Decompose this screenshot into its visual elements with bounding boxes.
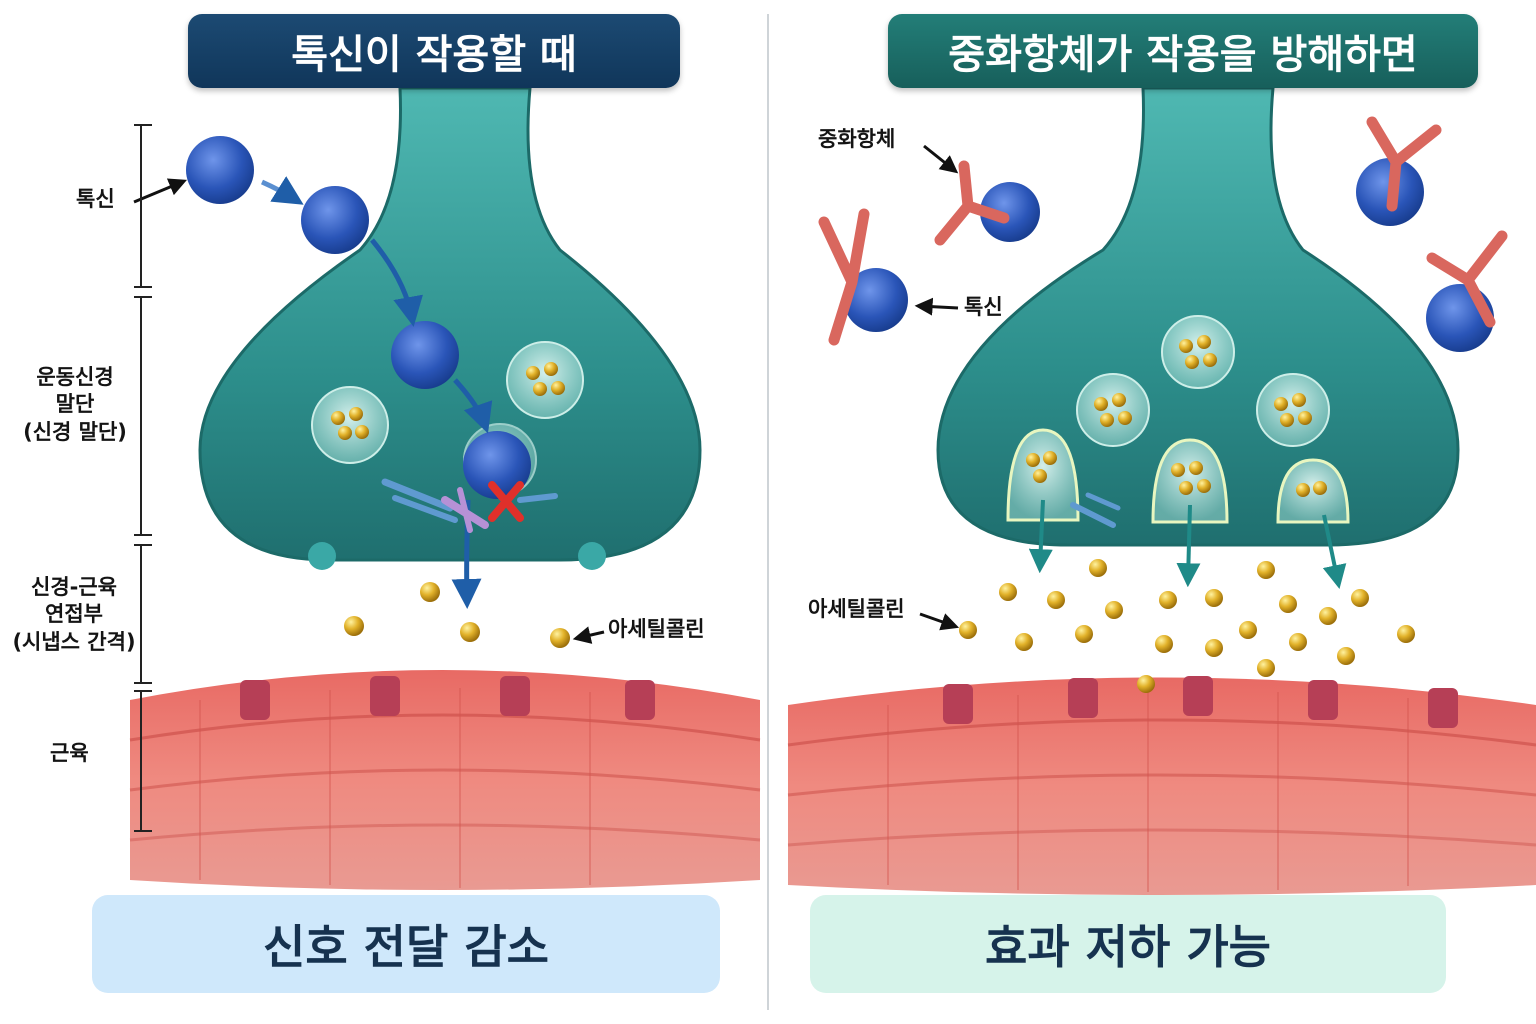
release-arrow [1028, 499, 1053, 574]
label-pointer-arrow [133, 178, 187, 204]
antibody-toxin-complex [1356, 116, 1442, 226]
muscle-tissue [129, 670, 761, 890]
fusing-vesicle [1276, 458, 1350, 524]
muscle-bracket [134, 690, 164, 832]
label-pointer-arrow [914, 297, 959, 316]
acetylcholine-molecule [550, 628, 570, 648]
left-result-box: 신호 전달 감소 [92, 895, 720, 993]
right-result-box: 효과 저하 가능 [810, 895, 1446, 993]
antibody-toxin-complex [1426, 230, 1508, 352]
antibody-neutralization-illustration [787, 86, 1536, 895]
toxin-molecule [186, 136, 254, 204]
acetylcholine-molecule [460, 622, 480, 642]
snare-protein [381, 478, 558, 533]
toxin-path-arrow [260, 176, 304, 205]
synaptic-vesicle [1161, 315, 1235, 389]
junction-bracket [134, 544, 164, 684]
fusing-vesicle [1006, 428, 1080, 522]
release-arrow [1176, 504, 1201, 588]
toxin-label: 톡신 [964, 295, 1003, 319]
antibody-toxin-complex [934, 160, 1040, 246]
blocked-x-icon [488, 481, 524, 522]
synaptic-vesicle [1256, 373, 1330, 447]
fusing-vesicle [1151, 438, 1229, 524]
snare-protein [1070, 492, 1121, 528]
acetylcholine-label: 아세틸콜린 [808, 597, 905, 621]
acetylcholine-cloud [959, 559, 1415, 693]
nerve-terminal-bracket [134, 296, 164, 536]
toxin-molecule [301, 186, 369, 254]
acetylcholine-label: 아세틸콜린 [608, 617, 705, 641]
acetylcholine-molecule [420, 582, 440, 602]
synaptic-vesicle [1076, 373, 1150, 447]
label-pointer-arrow [572, 626, 605, 644]
release-arrow [1322, 514, 1347, 590]
junction-label: 신경-근육 연접부 (시냅스 간격) [12, 575, 136, 654]
synaptic-vesicle [311, 386, 389, 464]
toxin-path-arrow [370, 238, 423, 327]
label-pointer-arrow [919, 612, 960, 631]
toxin-label: 톡신 [76, 187, 115, 211]
left-panel-title: 톡신이 작용할 때 [188, 14, 680, 88]
synaptic-vesicle [506, 341, 584, 419]
nerve-terminal [198, 86, 702, 570]
antibody-label: 중화항체 [818, 127, 896, 151]
toxin-molecule [391, 321, 459, 389]
antibody-toxin-complex [818, 208, 908, 346]
toxin-action-panel: 톡신이 작용할 때 톡신 운동신경 말단 (신경 말단) 신경-근육 연접부 (… [12, 14, 761, 993]
antibody-neutralization-panel: 중화항체가 작용을 방해하면 중화항체 톡신 아세틸콜린 효과 저하 가능 [768, 0, 1536, 1024]
toxin-path-arrow [453, 378, 493, 434]
acetylcholine-molecule [344, 616, 364, 636]
muscle-tissue [787, 676, 1536, 895]
muscle-label: 근육 [50, 741, 89, 765]
toxin-action-illustration [129, 86, 761, 890]
right-panel-title: 중화항체가 작용을 방해하면 [888, 14, 1478, 88]
panel-divider [767, 14, 769, 1010]
nerve-terminal-label: 운동신경 말단 (신경 말단) [23, 365, 127, 444]
toxin-region-bracket [134, 124, 164, 288]
toxin-molecule [463, 431, 531, 499]
label-pointer-arrow [923, 144, 959, 174]
